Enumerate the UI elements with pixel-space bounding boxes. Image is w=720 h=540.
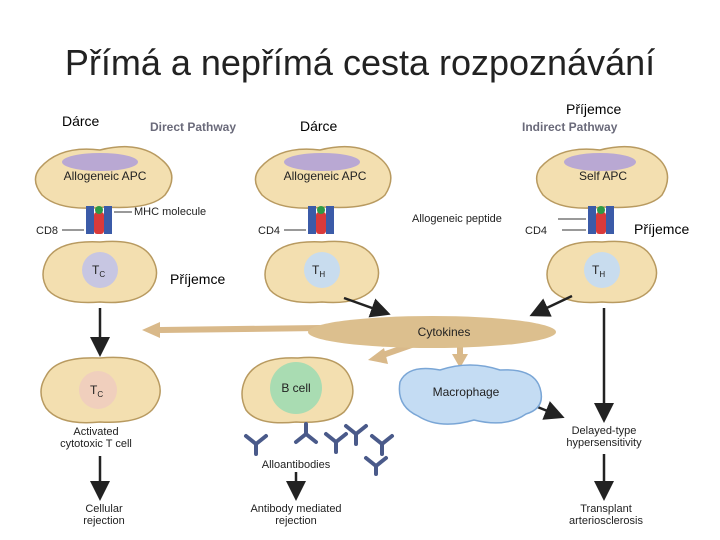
b-cell [241,356,354,424]
cytokines-label: Cytokines [418,325,471,339]
arteriosclerosis-label-2: arteriosclerosis [569,515,643,527]
macrophage-cell [398,364,543,425]
recipient-label-top: Příjemce [566,101,622,117]
recipient-label-left: Příjemce [170,271,226,287]
arteriosclerosis-label-1: Transplant [580,503,632,515]
slide-title: Přímá a nepřímá cesta rozpoznávání [64,42,656,83]
tc-label-bottom: TC [90,383,103,399]
th-cell-right [546,240,658,304]
self-apc [535,145,669,209]
mhc-complex-mid [308,206,334,234]
cd8-label: CD8 [36,225,58,237]
antibody-rejection-label-2: rejection [275,515,317,527]
tc-label-top: TC [92,263,105,279]
mhc-complex-right [588,206,614,234]
alloantibody-icons [244,422,394,476]
mhc-molecule-label: MHC molecule [134,206,206,218]
allogeneic-apc-mid [254,145,392,209]
cd4-label-right: CD4 [525,225,547,237]
donor-label-left: Dárce [62,113,100,129]
cellular-rejection-label-1: Cellular [85,503,123,515]
antibody-rejection-label-1: Antibody mediated [250,503,341,515]
allogeneic-apc-label-left: Allogeneic APC [64,169,147,183]
flow-arrows [90,294,614,501]
self-apc-label: Self APC [579,169,627,183]
indirect-pathway-header: Indirect Pathway [522,120,618,134]
mhc-complex-left [86,206,112,234]
th-cell-mid [264,240,380,304]
activated-tc-cell [40,356,161,424]
dth-label-1: Delayed-type [572,425,637,437]
allogeneic-peptide-label: Allogeneic peptide [412,213,502,225]
cellular-rejection-label-2: rejection [83,515,125,527]
th-label-right: TH [592,263,605,279]
activated-label-2: cytotoxic T cell [60,438,132,450]
macrophage-label: Macrophage [433,385,500,399]
allogeneic-apc-label-mid: Allogeneic APC [284,169,367,183]
alloantibodies-label: Alloantibodies [262,459,331,471]
recipient-label-right: Příjemce [634,221,690,237]
th-label-mid: TH [312,263,325,279]
tc-cell-top [42,240,158,304]
cytokines-ellipse [308,316,556,348]
activated-label-1: Activated [73,426,118,438]
donor-label-mid: Dárce [300,118,338,134]
direct-pathway-header: Direct Pathway [150,120,236,134]
allogeneic-apc-left [34,145,173,209]
cd4-label-mid: CD4 [258,225,280,237]
dth-label-2: hypersensitivity [566,437,642,449]
b-cell-label: B cell [281,381,310,395]
